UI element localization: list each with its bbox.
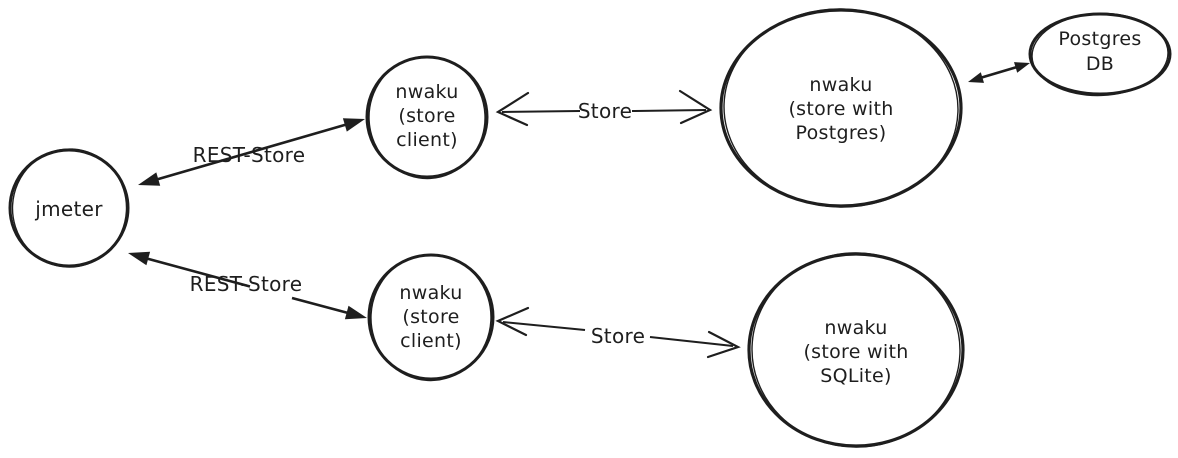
store-sqlite-label: nwaku (store with SQLite)	[803, 317, 909, 387]
store-bottom-line-right	[649, 336, 734, 347]
chevron-right-icon	[678, 89, 713, 125]
node-store-client-bottom	[367, 253, 495, 382]
edge-store-bottom	[495, 306, 741, 359]
chevron-left-icon	[495, 91, 530, 127]
rest-store-bottom-label: REST-Store	[189, 272, 303, 296]
arrowhead-to-store-postgres-icon	[968, 72, 984, 83]
edge-postgres-link	[968, 62, 1030, 83]
rest-store-bottom-line-right	[291, 296, 351, 315]
node-jmeter	[8, 148, 130, 268]
arrowhead-to-store-client-bottom-icon	[344, 305, 367, 320]
store-postgres-circle	[719, 8, 963, 208]
store-sqlite-circle	[747, 252, 965, 448]
store-bottom-label: Store	[590, 324, 646, 348]
postgres-link-line	[979, 65, 1018, 80]
store-top-line-left	[501, 110, 581, 113]
rest-store-bottom-line-left	[144, 256, 251, 288]
edge-rest-store-top	[138, 118, 365, 186]
jmeter-circle	[8, 148, 130, 268]
arrowhead-to-jmeter-icon	[138, 172, 161, 186]
edge-rest-store-bottom	[128, 251, 367, 320]
postgres-db-label: Postgres DB	[1058, 28, 1142, 75]
store-client-top-circle-sketch-echo	[368, 55, 486, 180]
store-client-bottom-label: nwaku (store client)	[399, 282, 463, 352]
store-top-label: Store	[577, 99, 633, 123]
store-bottom-line-left	[502, 321, 586, 331]
store-postgres-label: nwaku (store with Postgres)	[788, 74, 894, 144]
arrowhead-to-store-client-top-icon	[342, 118, 365, 132]
edge-store-top	[495, 89, 713, 127]
store-sqlite-circle-sketch-echo	[751, 252, 961, 448]
node-store-client-top	[365, 55, 489, 180]
store-client-bottom-circle-sketch-echo	[370, 253, 492, 382]
node-postgres-db	[1028, 12, 1172, 97]
store-top-line-right	[631, 109, 707, 112]
jmeter-circle-sketch-echo	[11, 148, 128, 268]
rest-store-top-label: REST-Store	[192, 143, 306, 167]
arrowhead-to-jmeter-icon	[128, 251, 151, 266]
store-client-top-label: nwaku (store client)	[395, 81, 459, 151]
node-store-postgres	[719, 8, 963, 208]
arrowhead-to-postgres-db-icon	[1014, 62, 1030, 73]
jmeter-label: jmeter	[35, 197, 103, 221]
postgres-db-ellipse-sketch-echo	[1031, 12, 1169, 97]
store-postgres-circle-sketch-echo	[723, 8, 959, 208]
chevron-right-icon	[706, 330, 741, 359]
rest-store-top-line	[154, 122, 349, 182]
node-store-sqlite	[747, 252, 965, 448]
chevron-left-icon	[495, 306, 530, 337]
